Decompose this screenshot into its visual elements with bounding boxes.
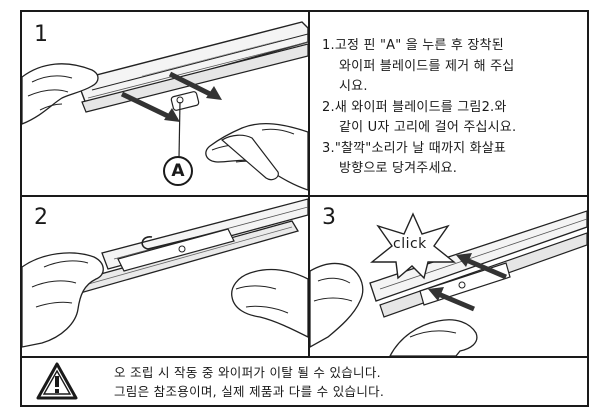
instruction-3-num: 3. (322, 140, 335, 156)
click-sound-label: click (393, 236, 427, 252)
instruction-1: 1.고정 핀 "A" 을 누른 후 장착된 와이퍼 블레이드를 제거 해 주십 … (322, 36, 582, 98)
instructions-text: 1.고정 핀 "A" 을 누른 후 장착된 와이퍼 블레이드를 제거 해 주십 … (322, 36, 582, 180)
step-1-illustration (22, 21, 308, 191)
instruction-1-line-1: 고정 핀 "A" 을 누른 후 장착된 (334, 38, 504, 53)
instruction-2: 2.새 와이퍼 블레이드를 그림2.와 같이 U자 고리에 걸어 주십시요. (322, 98, 582, 139)
instruction-3-line-1: "찰깍"소리가 날 때까지 화살표 (334, 140, 507, 156)
panel-divider-horizontal (20, 195, 589, 197)
step-1-panel: 1 (22, 12, 308, 195)
warning-line-1: 오 조립 시 작동 중 와이퍼가 이탈 될 수 있습니다. (114, 365, 381, 380)
instruction-3: 3."찰깍"소리가 날 때까지 화살표 방향으로 당겨주세요. (322, 139, 582, 180)
pin-a-callout: A (163, 156, 193, 186)
outer-frame (20, 10, 589, 407)
instruction-1-num: 1. (322, 38, 335, 53)
step-2-panel: 2 (22, 197, 308, 356)
step-2-illustration (22, 198, 308, 348)
instruction-1-line-3: 시요. (339, 79, 368, 94)
warning-line-2: 그림은 참조용이며, 실제 제품과 다를 수 있습니다. (114, 384, 385, 399)
panel-divider-vertical (308, 10, 310, 358)
click-burst-icon (370, 212, 456, 280)
warning-text: 오 조립 시 작동 중 와이퍼가 이탈 될 수 있습니다. 그림은 참조용이며,… (114, 363, 384, 401)
instruction-2-line-2: 같이 U자 고리에 걸어 주십시요. (339, 120, 517, 135)
step-1-number: 1 (34, 22, 48, 47)
step-3-number: 3 (322, 205, 336, 230)
instruction-2-line-1: 새 와이퍼 블레이드를 그림2.와 (334, 99, 507, 115)
warning-triangle-icon (36, 362, 78, 400)
instruction-2-num: 2. (322, 99, 335, 115)
instruction-3-line-2: 방향으로 당겨주세요. (339, 161, 458, 176)
step-2-number: 2 (34, 205, 48, 230)
instruction-1-line-2: 와이퍼 블레이드를 제거 해 주십 (339, 58, 515, 74)
warning-divider (20, 356, 589, 358)
